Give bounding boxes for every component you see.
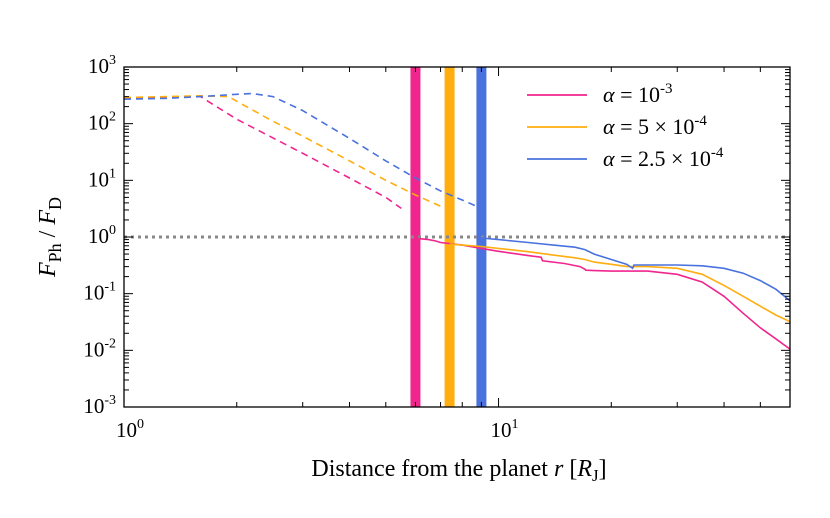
series-2-solid-line bbox=[449, 243, 791, 323]
y-tick-label: 100 bbox=[88, 223, 116, 248]
x-axis-title: Distance from the planet r [RJ] bbox=[311, 456, 606, 485]
y-tick-label: 10-1 bbox=[83, 280, 116, 305]
y-tick-label: 10-3 bbox=[83, 393, 116, 418]
axis-ticks bbox=[123, 66, 791, 408]
y-tick-label: 103 bbox=[88, 53, 116, 78]
series-3-dashed-line bbox=[123, 92, 480, 209]
series-1-dashed-line bbox=[123, 95, 402, 210]
series-2-dashed-line bbox=[123, 94, 441, 207]
boundary-band-1 bbox=[410, 67, 421, 407]
series-lines bbox=[123, 92, 791, 350]
legend-label-1: α = 10-3 bbox=[603, 81, 672, 107]
tick-labels: 10-3 10-2 10-1 100 101 102 103 100 101 bbox=[83, 53, 518, 442]
boundary-band-2 bbox=[444, 67, 455, 407]
y-tick-label: 10-2 bbox=[83, 336, 116, 361]
series-1-solid-line bbox=[415, 237, 791, 350]
legend-label-3: α = 2.5 × 10-4 bbox=[603, 145, 724, 171]
y-axis-title: FPh / FD bbox=[35, 197, 65, 278]
y-tick-label: 101 bbox=[88, 166, 116, 191]
x-tick-label: 100 bbox=[116, 417, 144, 442]
y-tick-label: 102 bbox=[88, 110, 116, 135]
series-3-solid-line bbox=[481, 237, 791, 302]
legend: α = 10-3 α = 5 × 10-4 α = 2.5 × 10-4 bbox=[527, 81, 724, 171]
legend-label-2: α = 5 × 10-4 bbox=[603, 113, 707, 139]
x-tick-label: 101 bbox=[491, 417, 519, 442]
